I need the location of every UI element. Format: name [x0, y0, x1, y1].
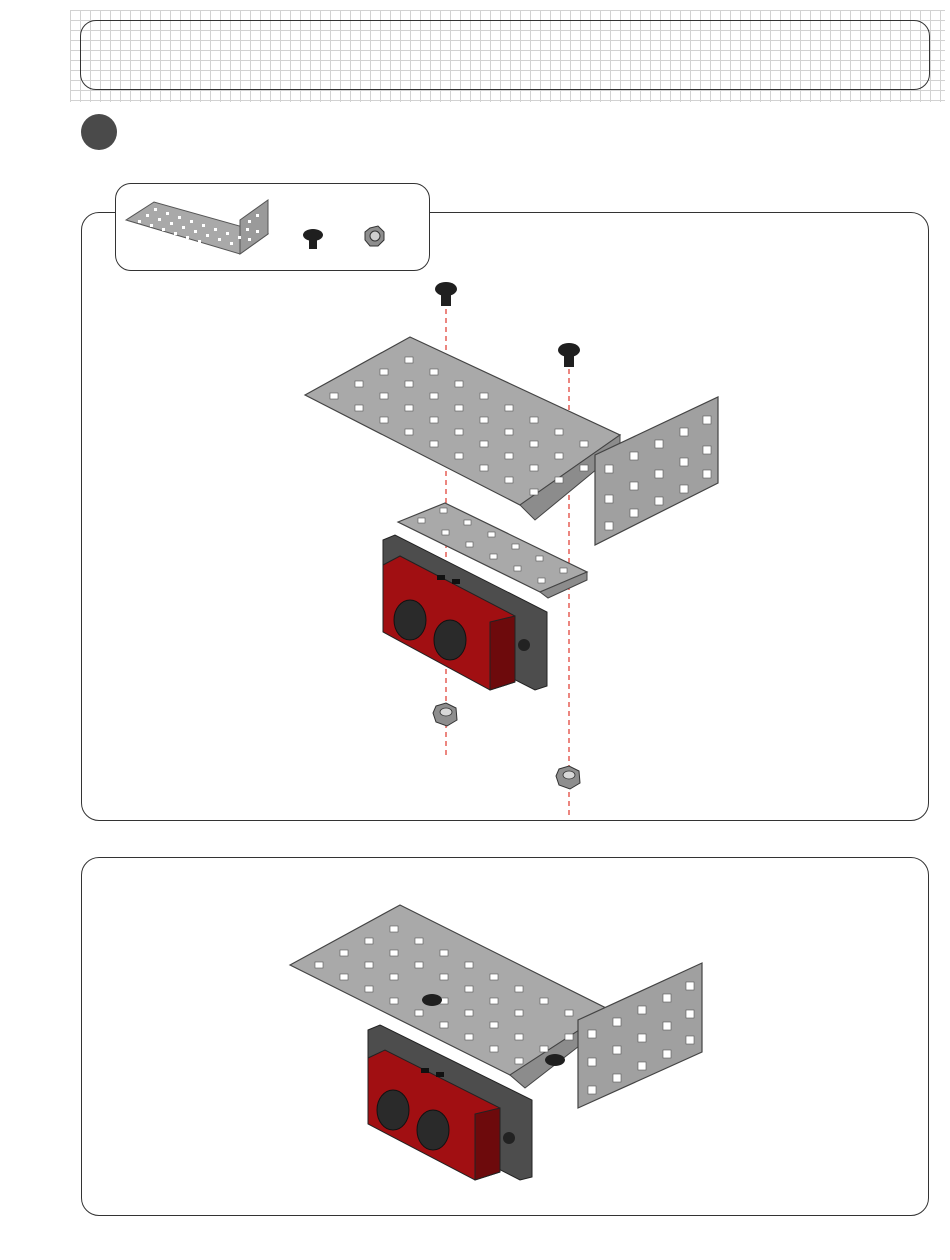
part-angle-plate-icon — [126, 200, 268, 254]
part-screw-icon — [303, 229, 323, 249]
angle-plate — [290, 905, 702, 1108]
screw-head-icon — [422, 994, 442, 1006]
screw-head-icon — [545, 1054, 565, 1066]
part-nut-icon — [365, 226, 384, 246]
parts-list-box — [115, 183, 430, 271]
